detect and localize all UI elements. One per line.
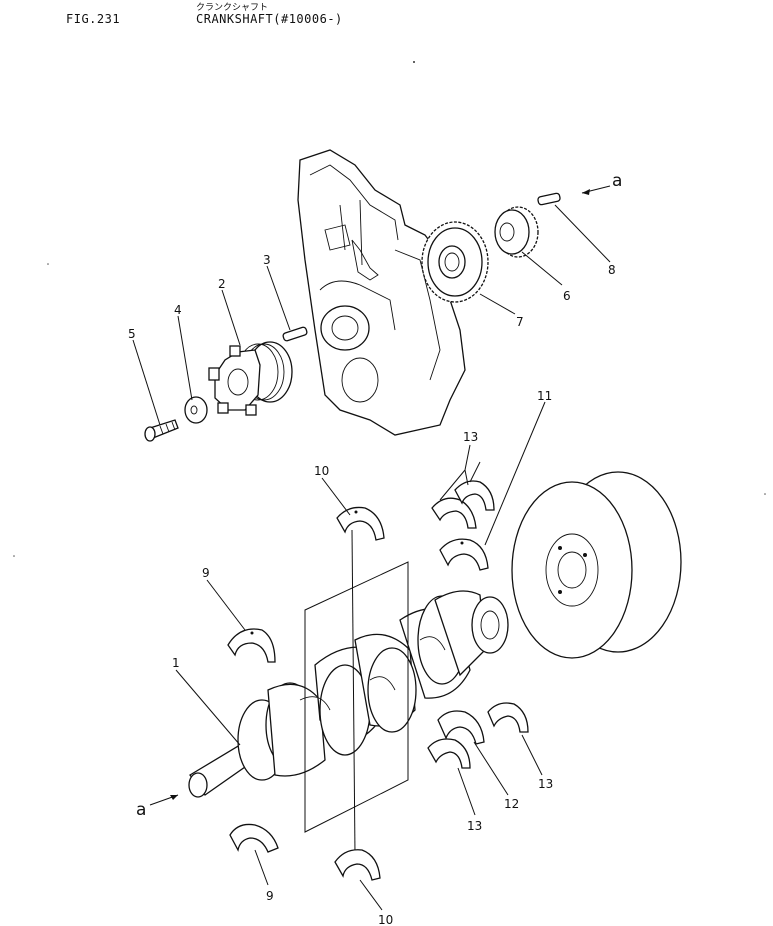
crank-gear [494, 206, 539, 258]
callout-4: 4 [174, 303, 182, 317]
callout-8: 8 [608, 263, 616, 277]
crankshaft [188, 590, 509, 798]
thrust-washer-13-d [487, 702, 529, 733]
pulley-part-2 [208, 341, 293, 416]
callout-11: 11 [537, 389, 552, 403]
callout-9-upper: 9 [202, 566, 210, 580]
callout-3: 3 [263, 253, 271, 267]
thrust-washer-13-a [431, 497, 477, 529]
idler-gear [421, 221, 489, 303]
bearing-shell-10-lower [334, 849, 381, 881]
callout-13-bottom: 13 [467, 819, 482, 833]
callout-2: 2 [218, 277, 226, 291]
leader-lines [132, 185, 611, 911]
title-japanese: クランクシャフト [196, 3, 269, 13]
thrust-washer-13-b [454, 480, 495, 511]
callout-5: 5 [128, 327, 136, 341]
callout-13-right: 13 [538, 777, 553, 791]
bearing-shell-9-lower [229, 823, 279, 853]
reference-mark-a-top: a [612, 171, 622, 191]
callout-12: 12 [504, 797, 519, 811]
washer-part-4 [184, 396, 208, 424]
callout-9-lower: 9 [266, 889, 274, 903]
bearing-set-bracket [304, 529, 409, 856]
thrust-washer-13-c [427, 738, 471, 769]
figure-number: FIG.231 [66, 12, 121, 26]
callout-10-lower: 10 [378, 913, 393, 926]
pin-part-3 [282, 326, 308, 342]
diagram-title: CRANKSHAFT(#10006-) [196, 12, 343, 26]
bearing-shell-9-upper [227, 628, 276, 663]
flywheel [511, 471, 682, 659]
reference-mark-a-bottom: a [136, 800, 146, 820]
bearing-shell-11 [439, 538, 489, 571]
callout-1: 1 [172, 656, 180, 670]
callout-6: 6 [563, 289, 571, 303]
bearing-shell-12 [437, 710, 485, 745]
bearing-shell-10-upper [336, 506, 385, 541]
gear-case-housing [297, 149, 466, 436]
key-part-8 [537, 192, 561, 206]
callout-10-upper: 10 [314, 464, 329, 478]
callout-13-top: 13 [463, 430, 478, 444]
callout-7: 7 [516, 315, 524, 329]
bolt-part-5 [144, 419, 179, 442]
